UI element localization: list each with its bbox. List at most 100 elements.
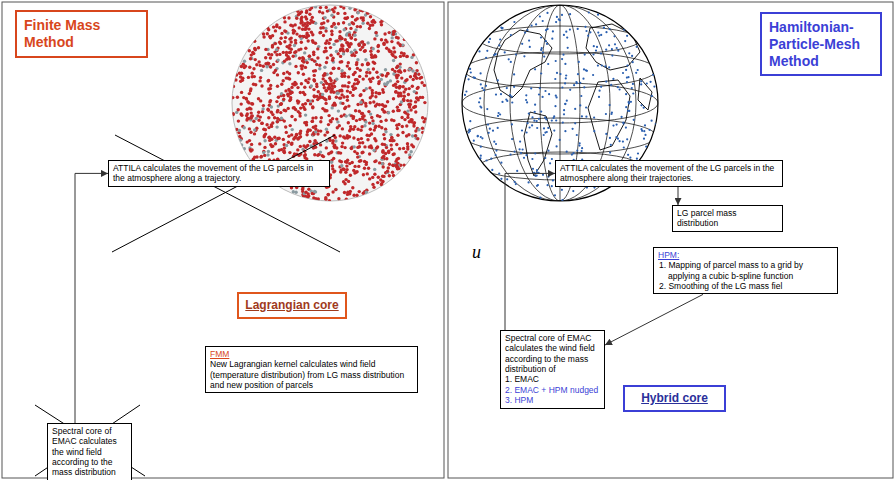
parcel-dot	[246, 140, 249, 143]
parcel-dot	[321, 107, 324, 110]
parcel-dot	[392, 59, 395, 62]
parcel-dot	[586, 70, 588, 72]
parcel-dot	[523, 157, 525, 159]
parcel-dot	[296, 101, 299, 104]
parcel-dot	[350, 147, 353, 150]
parcel-dot	[341, 48, 344, 51]
parcel-dot	[623, 29, 625, 31]
parcel-dot	[579, 104, 581, 106]
parcel-dot	[565, 31, 567, 33]
parcel-dot	[340, 145, 343, 148]
parcel-dot	[421, 131, 424, 134]
parcel-dot	[356, 58, 359, 61]
parcel-dot	[605, 31, 607, 33]
parcel-dot	[392, 72, 395, 75]
parcel-dot	[354, 28, 357, 31]
parcel-dot	[408, 87, 411, 90]
parcel-dot	[331, 164, 334, 167]
parcel-dot	[628, 101, 630, 103]
parcel-dot	[362, 192, 365, 195]
parcel-dot	[328, 97, 331, 100]
parcel-dot	[300, 82, 303, 85]
parcel-dot	[359, 101, 362, 104]
parcel-dot	[385, 47, 388, 50]
parcel-dot	[480, 72, 482, 74]
parcel-dot	[565, 74, 567, 76]
parcel-dot	[374, 31, 377, 34]
parcel-dot	[579, 82, 581, 84]
parcel-dot	[534, 111, 536, 113]
parcel-dot	[540, 72, 542, 74]
parcel-dot	[322, 155, 325, 158]
parcel-dot	[513, 21, 515, 23]
parcel-dot	[381, 150, 384, 153]
parcel-dot	[564, 63, 566, 65]
parcel-dot	[479, 105, 481, 107]
parcel-dot	[259, 64, 262, 67]
parcel-dot	[515, 53, 517, 55]
parcel-dot	[266, 108, 269, 111]
parcel-dot	[314, 22, 317, 25]
parcel-dot	[349, 190, 352, 193]
parcel-dot	[564, 103, 566, 105]
parcel-dot	[341, 74, 344, 77]
parcel-dot	[586, 187, 588, 189]
parcel-dot	[340, 164, 343, 167]
parcel-dot	[396, 74, 399, 77]
parcel-dot	[509, 94, 511, 96]
parcel-dot	[298, 57, 301, 60]
parcel-dot	[362, 43, 365, 46]
parcel-dot	[373, 54, 376, 57]
parcel-dot	[329, 79, 332, 82]
parcel-dot	[329, 82, 332, 85]
parcel-dot	[374, 91, 377, 94]
parcel-dot	[329, 120, 332, 123]
parcel-dot	[272, 25, 275, 28]
parcel-dot	[250, 143, 253, 146]
parcel-dot	[403, 38, 406, 41]
parcel-dot	[259, 155, 262, 158]
parcel-dot	[361, 112, 364, 115]
parcel-dot	[360, 125, 363, 128]
parcel-dot	[352, 194, 355, 197]
parcel-dot	[481, 87, 483, 89]
parcel-dot	[585, 30, 587, 32]
parcel-dot	[249, 149, 252, 152]
parcel-dot	[332, 22, 335, 25]
parcel-dot	[378, 92, 381, 95]
parcel-dot	[267, 126, 270, 129]
parcel-dot	[526, 29, 528, 31]
parcel-dot	[390, 40, 393, 43]
parcel-dot	[295, 133, 298, 136]
parcel-dot	[539, 15, 541, 17]
parcel-dot	[577, 28, 579, 30]
parcel-dot	[420, 81, 423, 84]
parcel-dot	[359, 94, 362, 97]
parcel-dot	[511, 101, 513, 103]
parcel-dot	[566, 151, 568, 153]
parcel-dot	[543, 127, 545, 129]
parcel-dot	[283, 109, 286, 112]
parcel-dot	[414, 129, 417, 132]
parcel-dot	[588, 11, 590, 13]
parcel-dot	[397, 157, 400, 160]
parcel-dot	[312, 133, 315, 136]
parcel-dot	[353, 145, 356, 148]
parcel-dot	[254, 58, 257, 61]
parcel-dot	[238, 72, 241, 75]
parcel-dot	[251, 72, 254, 75]
parcel-dot	[356, 146, 359, 149]
parcel-dot	[340, 37, 343, 40]
parcel-dot	[299, 91, 302, 94]
parcel-dot	[298, 26, 301, 29]
parcel-dot	[295, 32, 298, 35]
parcel-dot	[325, 128, 328, 131]
parcel-dot	[252, 120, 255, 123]
parcel-dot	[350, 36, 353, 39]
parcel-dot	[593, 187, 595, 189]
parcel-dot	[403, 95, 406, 98]
parcel-dot	[319, 120, 322, 123]
parcel-dot	[381, 74, 384, 77]
parcel-dot	[305, 11, 308, 14]
parcel-dot	[532, 168, 534, 170]
